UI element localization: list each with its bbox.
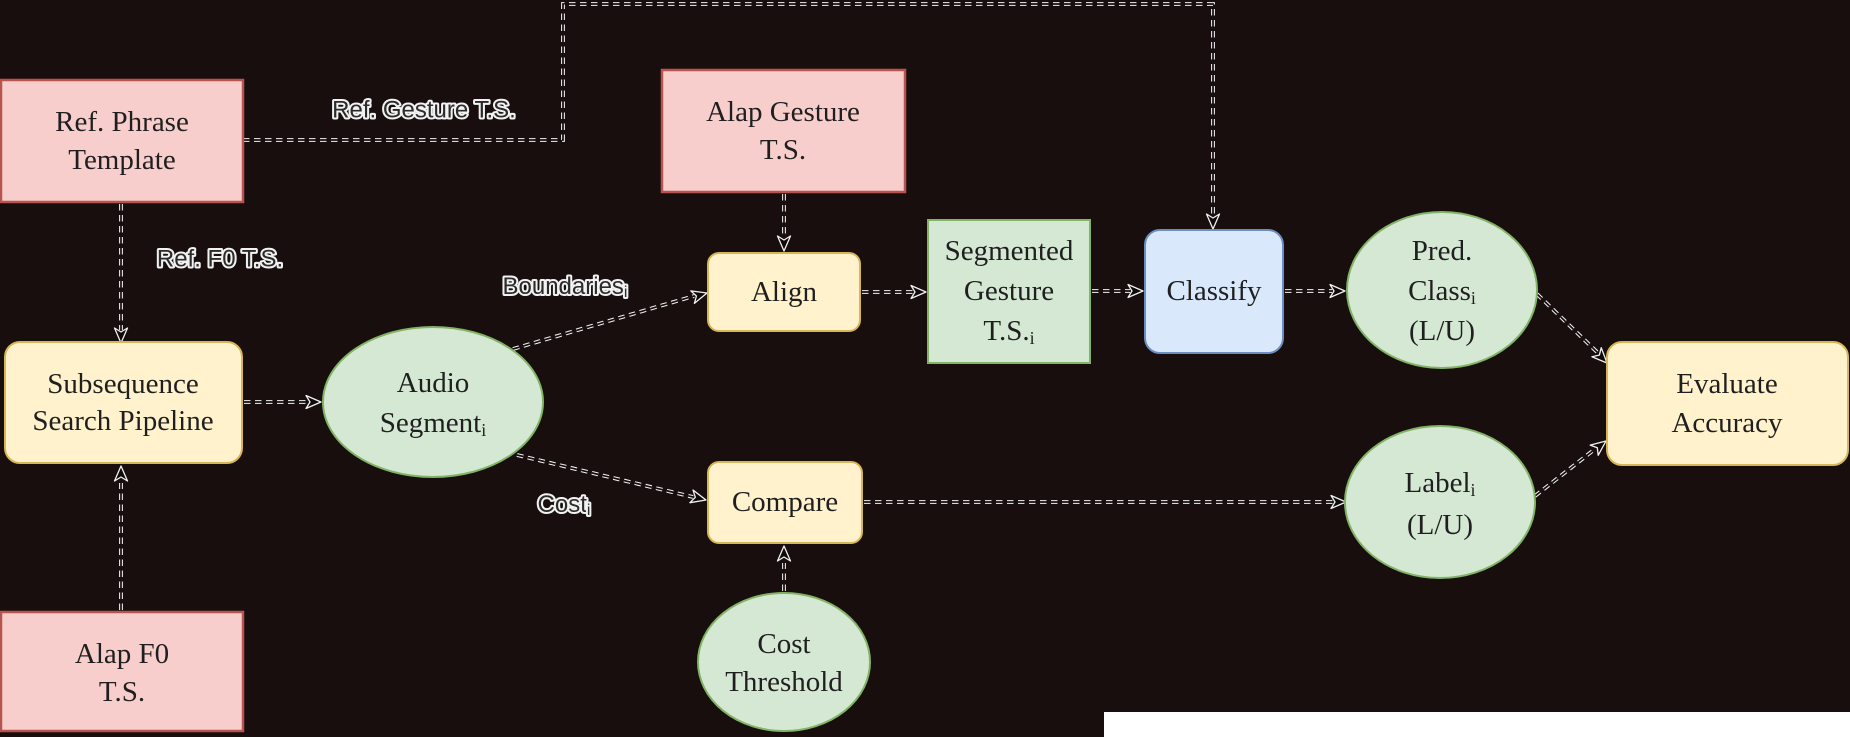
segmented-gesture-line3-text: T.S. — [983, 315, 1029, 347]
pred-class-label-line3: (L/U) — [1409, 315, 1475, 347]
node-audio-segment: Audio Segmenti — [322, 326, 544, 478]
edge-subsequence-to-audio-segment — [242, 394, 322, 410]
subsequence-search-label-line1: Subsequence — [47, 368, 198, 400]
alap-f0-ts-label-line1: Alap F0 — [75, 638, 169, 670]
classify-shape — [1144, 229, 1284, 354]
arrowhead — [113, 465, 129, 482]
pred-class-line2-text: Class — [1408, 275, 1471, 307]
node-alap-gesture-ts: Alap Gesture T.S. — [660, 68, 907, 194]
edge-label-cost-subscript: i — [587, 502, 591, 519]
white-strip — [1104, 712, 1850, 737]
node-segmented-gesture-ts: Segmented Gesture T.S.i — [927, 219, 1091, 364]
compare-shape — [707, 461, 863, 544]
compare-label: Compare — [732, 486, 838, 518]
edge-alap-gesture-to-align — [776, 192, 792, 252]
edge-label-boundaries-subscript: i — [624, 284, 628, 301]
node-ref-phrase-template: Ref. Phrase Template — [0, 78, 245, 204]
alap-gesture-ts-label-line1: Alap Gesture — [706, 96, 860, 128]
node-cost-threshold: Cost Threshold — [697, 592, 871, 732]
cost-threshold-label-line1: Cost — [757, 628, 810, 660]
cost-threshold-label-line2: Threshold — [725, 666, 843, 698]
alap-f0-ts-shape — [0, 610, 245, 733]
node-pred-class: Pred. Classi (L/U) — [1346, 211, 1538, 369]
align-shape — [707, 252, 861, 332]
edge-line — [512, 295, 695, 350]
node-classify: Classify — [1144, 229, 1284, 354]
segmented-gesture-subscript: i — [1030, 328, 1035, 348]
audio-segment-shape — [322, 326, 544, 478]
edge-label-ref-gesture-ts: Ref. Gesture T.S. — [332, 97, 516, 124]
pred-class-subscript: i — [1471, 288, 1476, 308]
arrowhead — [776, 235, 792, 252]
segmented-gesture-shape — [927, 219, 1091, 364]
node-subsequence-search-pipeline: Subsequence Search Pipeline — [4, 341, 243, 464]
evaluate-accuracy-shape — [1606, 341, 1849, 466]
edge-pred-class-to-evaluate — [1535, 292, 1613, 369]
edge-label-boundaries-text: Boundaries — [503, 273, 624, 300]
edge-label-ref-f0-ts: Ref. F0 T.S. — [157, 246, 283, 273]
node-alap-f0-ts: Alap F0 T.S. — [0, 610, 245, 733]
edge-segmented-to-classify — [1090, 283, 1144, 299]
node-compare: Compare — [707, 461, 863, 544]
node-evaluate-accuracy: Evaluate Accuracy — [1606, 341, 1849, 466]
node-align: Align — [707, 252, 861, 332]
evaluate-accuracy-label-line1: Evaluate — [1676, 368, 1777, 400]
node-label-lu: Labeli (L/U) — [1344, 425, 1536, 579]
edge-align-to-segmented — [860, 284, 927, 300]
arrowhead — [776, 545, 792, 562]
edge-ref-phrase-to-subsequence — [113, 202, 129, 344]
edge-alap-f0-to-subsequence — [113, 465, 129, 612]
alap-f0-ts-label-line2: T.S. — [99, 676, 145, 708]
audio-segment-label-line2: Segmenti — [380, 407, 487, 440]
edge-classify-to-pred-class — [1283, 283, 1346, 299]
arrowhead — [1127, 283, 1144, 299]
pred-class-shape — [1346, 211, 1538, 369]
edge-compare-to-label — [862, 494, 1347, 510]
audio-segment-label-line1: Audio — [397, 367, 470, 399]
alap-gesture-ts-label-line2: T.S. — [760, 134, 806, 166]
edge-line — [1536, 293, 1599, 354]
edge-label-cost-text: Cost — [538, 491, 588, 518]
arrowhead — [910, 284, 927, 300]
label-lu-label-line2: (L/U) — [1407, 509, 1473, 541]
ref-phrase-template-shape — [0, 78, 245, 204]
pred-class-label-line1: Pred. — [1412, 235, 1472, 267]
arrowhead — [1329, 283, 1346, 299]
edge-line — [1534, 448, 1596, 497]
evaluate-accuracy-label-line2: Accuracy — [1671, 407, 1783, 439]
subsequence-search-label-line2: Search Pipeline — [32, 405, 213, 437]
ref-phrase-template-label-line1: Ref. Phrase — [55, 106, 189, 138]
arrowhead — [1205, 213, 1221, 230]
alap-gesture-ts-shape — [660, 68, 907, 194]
label-lu-subscript: i — [1471, 480, 1476, 500]
classify-label: Classify — [1166, 275, 1262, 307]
pred-class-label-line2: Classi — [1408, 275, 1476, 308]
edge-cost-threshold-to-compare — [776, 545, 792, 593]
arrowhead — [1330, 494, 1347, 510]
edge-label-to-evaluate — [1533, 435, 1611, 498]
cost-threshold-shape — [697, 592, 871, 732]
ref-phrase-template-label-line2: Template — [68, 144, 175, 176]
label-lu-shape — [1344, 425, 1536, 579]
arrowhead — [305, 394, 322, 410]
segmented-gesture-label-line3: T.S.i — [983, 315, 1034, 348]
arrowhead — [113, 327, 129, 344]
audio-segment-subscript: i — [481, 420, 486, 440]
label-lu-line1-text: Label — [1404, 467, 1470, 499]
align-label: Align — [751, 276, 818, 308]
edge-label-boundaries: Boundariesi — [503, 273, 628, 301]
segmented-gesture-label-line2: Gesture — [964, 275, 1054, 307]
segmented-gesture-label-line1: Segmented — [945, 235, 1074, 267]
audio-segment-line2-text: Segment — [380, 407, 482, 439]
subsequence-search-shape — [4, 341, 243, 464]
label-lu-label-line1: Labeli — [1404, 467, 1475, 500]
edge-label-cost: Costi — [538, 491, 591, 519]
